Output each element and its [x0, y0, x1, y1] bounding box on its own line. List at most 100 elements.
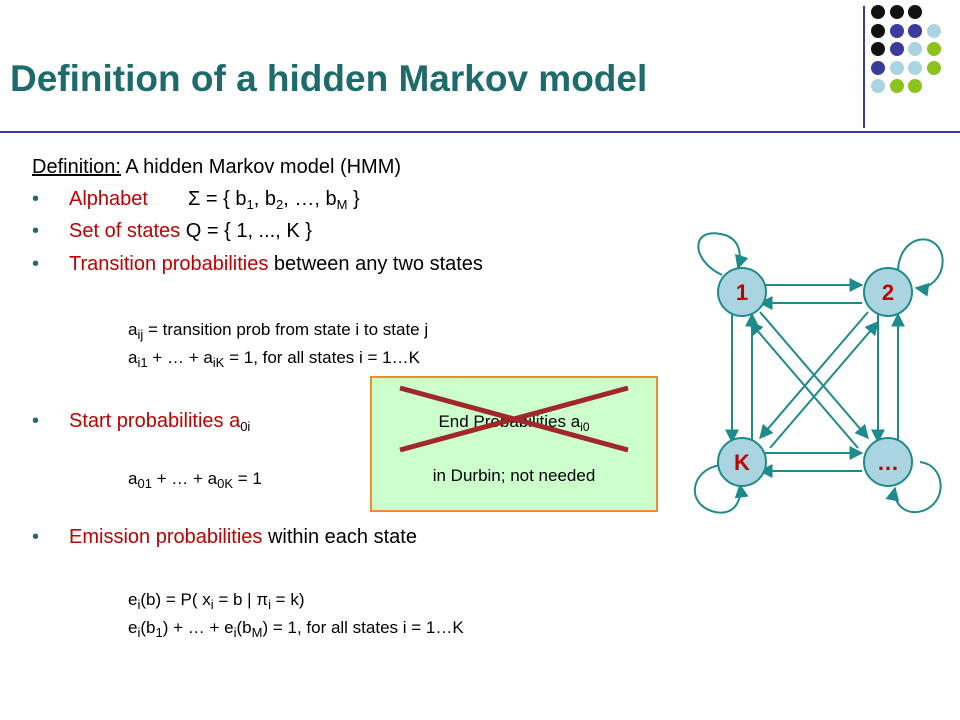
transition-sum: ai1 + … + aiK = 1, for all states i = 1……	[128, 348, 420, 370]
decorative-dot	[889, 42, 904, 56]
decorative-dot	[908, 23, 922, 38]
sigma-symbol: Σ	[187, 188, 201, 210]
edge-K-to-2	[769, 320, 879, 449]
start-label: Start probabilities a	[69, 410, 241, 432]
math-a: a	[128, 320, 138, 339]
bullet-marker: •	[32, 220, 40, 242]
decorative-dot	[908, 79, 922, 93]
math-part: (b	[140, 618, 156, 637]
math-part: = k)	[270, 590, 305, 609]
edge-dots-to-1	[749, 320, 859, 449]
alphabet-rest: , …, b	[283, 188, 337, 210]
math-part: ) = 1, for all states i = 1…K	[262, 618, 464, 637]
math-sub: i	[137, 597, 141, 612]
state-node-2: 2	[863, 267, 913, 317]
transitions-label: Transition probabilities	[69, 253, 269, 275]
decorative-dot	[908, 60, 922, 75]
alphabet-label: Alphabet	[69, 188, 148, 210]
math-sub: i	[210, 597, 214, 612]
self-loop-K	[694, 464, 749, 514]
alphabet-sub-2: 2	[275, 197, 284, 212]
math-rest: = 1	[233, 469, 262, 488]
decorative-dot	[908, 5, 922, 19]
bullet-marker: •	[32, 253, 40, 275]
state-label-dots: …	[877, 450, 899, 475]
alphabet-end: }	[347, 188, 360, 210]
definition-label: Definition:	[32, 156, 121, 178]
math-sub: 1	[155, 625, 163, 640]
decorative-dot	[871, 60, 885, 75]
decorative-dot	[926, 23, 941, 38]
decorative-dot	[926, 42, 941, 56]
math-sub: i1	[137, 355, 148, 370]
bullet-states: • Set of states Q = { 1, ..., K }	[32, 220, 312, 243]
math-rest: = transition prob from state i to state …	[143, 320, 429, 339]
decorative-vertical-rule	[863, 6, 865, 128]
state-label-2: 2	[882, 280, 894, 305]
math-sub: M	[251, 625, 263, 640]
state-label-K: K	[734, 450, 750, 475]
emission-definition: ei(b) = P( xi = b | πi = k)	[128, 590, 305, 612]
start-sub: 0i	[240, 419, 251, 434]
math-mid: + … + a	[147, 348, 213, 367]
bullet-start: • Start probabilities a0i	[32, 410, 250, 434]
alphabet-sub-1: 1	[246, 197, 254, 212]
alphabet-eq: = { b	[200, 188, 247, 210]
emission-sum: ei(b1) + … + ei(bM) = 1, for all states …	[128, 618, 464, 640]
edge-2-to-K	[759, 311, 869, 440]
math-e: e	[128, 618, 138, 637]
math-part: (b	[236, 618, 252, 637]
math-sub: i	[233, 625, 237, 640]
decorative-dot	[926, 60, 941, 75]
math-e: e	[128, 590, 138, 609]
start-sum: a01 + … + a0K = 1	[128, 469, 262, 491]
decorative-dot	[871, 23, 885, 38]
math-sub: 01	[137, 476, 152, 491]
decorative-dot	[871, 79, 885, 93]
emission-text: within each state	[262, 526, 417, 548]
math-sub: i	[137, 625, 141, 640]
durbin-note: in Durbin; not needed	[432, 466, 596, 485]
definition-text: A hidden Markov model (HMM)	[120, 156, 402, 178]
state-label-1: 1	[736, 280, 748, 305]
self-loop-1	[697, 232, 749, 276]
hmm-state-diagram: 1 2 K …	[694, 232, 944, 514]
state-node-1: 1	[717, 267, 767, 317]
transitions-text: between any two states	[268, 253, 483, 275]
slide-title: Definition of a hidden Markov model	[10, 58, 648, 99]
alphabet-mid: , b	[253, 188, 276, 210]
cross-line-2	[399, 385, 629, 453]
pi-symbol: π	[256, 590, 269, 609]
decorative-dot	[889, 23, 904, 38]
math-sub: iK	[212, 355, 225, 370]
decorative-dot	[908, 42, 922, 56]
math-a: a	[128, 469, 138, 488]
math-a: a	[128, 348, 138, 367]
math-sub: i	[268, 597, 271, 612]
end-prob-sub: i0	[580, 420, 590, 434]
decorative-dot	[889, 79, 904, 93]
bullet-marker: •	[32, 526, 40, 548]
states-text: Q = { 1, ..., K }	[180, 220, 312, 242]
definition-line: Definition: A hidden Markov model (HMM)	[32, 156, 401, 179]
self-loop-2	[897, 238, 944, 297]
bullet-marker: •	[32, 188, 40, 210]
math-part: ) + … + e	[162, 618, 234, 637]
end-probabilities-box: End Probabilities ai0 in Durbin; not nee…	[370, 376, 658, 512]
bullet-marker: •	[32, 410, 40, 432]
state-node-K: K	[717, 437, 767, 487]
decorative-dot	[889, 5, 904, 19]
cross-out-mark	[399, 385, 629, 453]
math-part: = b |	[213, 590, 257, 609]
states-label: Set of states	[69, 220, 181, 242]
bullet-transitions: • Transition probabilities between any t…	[32, 253, 483, 276]
emission-label: Emission probabilities	[69, 526, 263, 548]
decorative-dot	[871, 42, 885, 56]
bullet-emission: • Emission probabilities within each sta…	[32, 526, 417, 549]
self-loop-dots	[885, 461, 942, 513]
math-sub: 0K	[217, 476, 234, 491]
title-underline-rule	[0, 131, 960, 133]
math-sub: ij	[137, 327, 144, 342]
math-rest: = 1, for all states i = 1…K	[224, 348, 420, 367]
